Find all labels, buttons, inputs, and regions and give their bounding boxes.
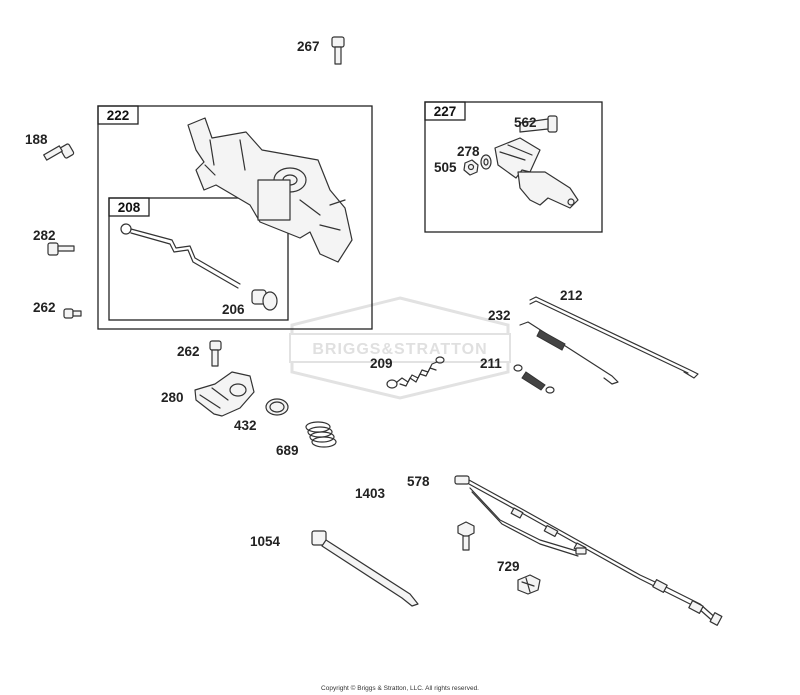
- group-box-208: [108, 197, 289, 321]
- cable-1403-drawing: [469, 487, 587, 557]
- part-label-1054[interactable]: 1054: [250, 534, 281, 549]
- part-label-232[interactable]: 232: [488, 308, 511, 323]
- group-box-227-tag: [424, 101, 466, 121]
- part-label-729[interactable]: 729: [497, 559, 520, 574]
- spring-209-drawing: [386, 356, 445, 389]
- watermark: BRIGGS&STRATTON: [289, 296, 511, 400]
- washer-278-drawing: [480, 154, 492, 170]
- bolt-267-drawing: [331, 36, 345, 65]
- part-label-278[interactable]: 278: [457, 144, 480, 159]
- copyright-text: Copyright © Briggs & Stratton, LLC. All …: [321, 684, 479, 692]
- part-label-206[interactable]: 206: [222, 302, 245, 317]
- part-label-562[interactable]: 562: [514, 115, 537, 130]
- part-label-432[interactable]: 432: [234, 418, 257, 433]
- spring-211-drawing: [513, 364, 555, 394]
- group-box-222-tag: [97, 105, 139, 125]
- part-label-262-left[interactable]: 262: [33, 300, 56, 315]
- part-label-689[interactable]: 689: [276, 443, 299, 458]
- part-label-267[interactable]: 267: [297, 39, 320, 54]
- part-label-282[interactable]: 282: [33, 228, 56, 243]
- part-label-262-middle[interactable]: 262: [177, 344, 200, 359]
- coil-spring-689-drawing: [305, 421, 337, 448]
- group-box-222: [97, 105, 373, 330]
- screw-262-middle-drawing: [209, 340, 222, 367]
- group-box-208-tag: [108, 197, 150, 217]
- part-label-211[interactable]: 211: [480, 356, 502, 371]
- lever-bracket-227-drawing: [494, 137, 579, 209]
- part-label-1403[interactable]: 1403: [355, 486, 386, 501]
- bolt-282-drawing: [47, 242, 75, 256]
- bracket-280-drawing: [194, 371, 255, 417]
- group-label-222[interactable]: 222: [107, 108, 130, 123]
- part-label-212[interactable]: 212: [560, 288, 583, 303]
- group-box-227: [424, 101, 603, 233]
- governor-bracket-222-drawing: [187, 117, 353, 263]
- part-label-188[interactable]: 188: [25, 132, 48, 147]
- ring-432-drawing: [265, 398, 289, 416]
- clip-729-drawing: [517, 574, 541, 595]
- part-label-578[interactable]: 578: [407, 474, 430, 489]
- cable-tie-1054-drawing: [311, 530, 419, 607]
- group-label-208[interactable]: 208: [118, 200, 141, 215]
- bolt-188-drawing: [43, 143, 75, 161]
- part-label-209[interactable]: 209: [370, 356, 393, 371]
- bolt-562-drawing: [519, 115, 558, 133]
- part-label-505[interactable]: 505: [434, 160, 457, 175]
- cable-578-drawing: [454, 475, 723, 626]
- nut-505-drawing: [463, 159, 479, 176]
- screw-262-left-drawing: [63, 308, 82, 319]
- knob-206-drawing: [251, 289, 278, 311]
- fastener-drawing: [457, 521, 475, 551]
- rod-212-drawing: [529, 296, 699, 379]
- part-label-280[interactable]: 280: [161, 390, 184, 405]
- spring-rod-232-drawing: [519, 321, 619, 385]
- link-rod-208-drawing: [120, 223, 241, 289]
- group-label-227[interactable]: 227: [434, 104, 457, 119]
- watermark-text: BRIGGS&STRATTON: [312, 341, 487, 358]
